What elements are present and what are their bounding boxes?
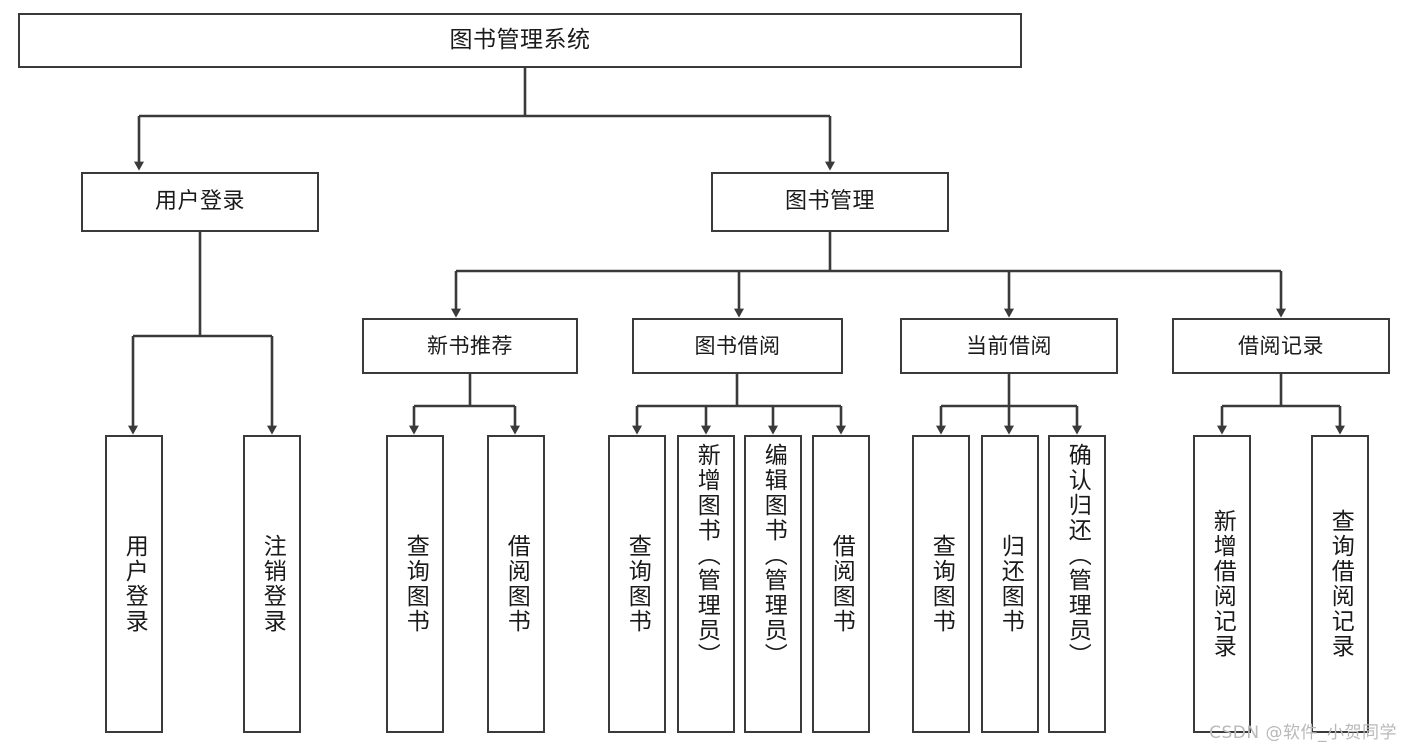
leaf-add-record-label: 新增借阅记录 — [1209, 509, 1236, 659]
leaf-query-record[interactable]: 查询借阅记录 — [1311, 435, 1369, 733]
leaf-query-book-1[interactable]: 查询图书 — [386, 435, 444, 733]
leaf-query-record-label: 查询借阅记录 — [1327, 509, 1354, 659]
leaf-confirm-return-label: 确认归还（管理员） — [1064, 443, 1091, 668]
node-book-manage[interactable]: 图书管理 — [711, 172, 949, 232]
leaf-edit-book[interactable]: 编辑图书（管理员） — [744, 435, 802, 733]
leaf-query-book-2-label: 查询图书 — [624, 534, 651, 634]
watermark: CSDN @软件_小贺同学 — [1209, 723, 1397, 743]
leaf-add-book[interactable]: 新增图书（管理员） — [677, 435, 735, 733]
node-borrow-record[interactable]: 借阅记录 — [1172, 318, 1390, 374]
node-user-login[interactable]: 用户登录 — [81, 172, 319, 232]
leaf-user-login-label: 用户登录 — [121, 534, 148, 634]
leaf-return-book[interactable]: 归还图书 — [981, 435, 1039, 733]
node-borrow-record-label: 借阅记录 — [1238, 333, 1324, 358]
leaf-borrow-book-1-label: 借阅图书 — [503, 534, 530, 634]
node-user-login-label: 用户登录 — [154, 189, 245, 215]
leaf-query-book-3[interactable]: 查询图书 — [912, 435, 970, 733]
leaf-add-book-label: 新增图书（管理员） — [693, 443, 720, 668]
node-root-label: 图书管理系统 — [449, 26, 591, 53]
leaf-borrow-book-2-label: 借阅图书 — [828, 534, 855, 634]
leaf-user-login[interactable]: 用户登录 — [105, 435, 163, 733]
node-root[interactable]: 图书管理系统 — [18, 13, 1022, 68]
leaf-logout[interactable]: 注销登录 — [243, 435, 301, 733]
leaf-edit-book-label: 编辑图书（管理员） — [760, 443, 787, 668]
leaf-confirm-return[interactable]: 确认归还（管理员） — [1048, 435, 1106, 733]
node-book-borrow[interactable]: 图书借阅 — [632, 318, 843, 374]
leaf-borrow-book-1[interactable]: 借阅图书 — [487, 435, 545, 733]
leaf-query-book-2[interactable]: 查询图书 — [608, 435, 666, 733]
node-current-borrow-label: 当前借阅 — [966, 333, 1052, 358]
node-current-borrow[interactable]: 当前借阅 — [900, 318, 1118, 374]
leaf-query-book-1-label: 查询图书 — [402, 534, 429, 634]
leaf-query-book-3-label: 查询图书 — [928, 534, 955, 634]
leaf-add-record[interactable]: 新增借阅记录 — [1193, 435, 1251, 733]
node-book-borrow-label: 图书借阅 — [694, 333, 781, 358]
node-new-book-recommend-label: 新书推荐 — [427, 333, 513, 358]
leaf-borrow-book-2[interactable]: 借阅图书 — [812, 435, 870, 733]
node-new-book-recommend[interactable]: 新书推荐 — [362, 318, 578, 374]
leaf-logout-label: 注销登录 — [259, 534, 286, 634]
leaf-return-book-label: 归还图书 — [997, 534, 1024, 634]
node-book-manage-label: 图书管理 — [784, 189, 875, 215]
